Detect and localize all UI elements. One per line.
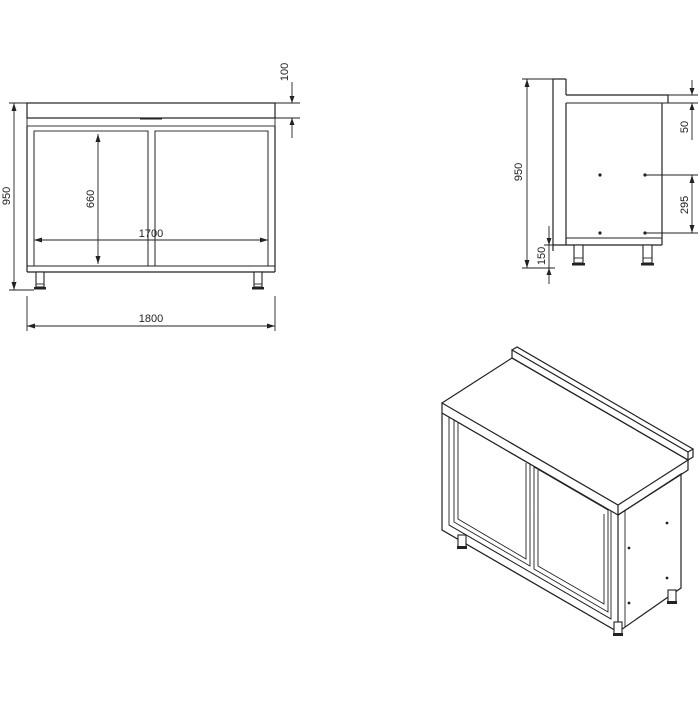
dim-950-front-arrow-top	[11, 103, 17, 111]
dim-100-arrow-top	[289, 96, 295, 103]
iso-door-left	[453, 419, 531, 567]
iso-plinth-line-2	[448, 524, 612, 620]
iso-hole-1	[627, 546, 631, 550]
dim-100-arrow-bottom	[289, 118, 295, 125]
side-hole-3	[598, 231, 602, 235]
dim-50-label: 50	[679, 121, 691, 133]
dim-295-arrow-top	[689, 175, 695, 183]
dim-950-front-label: 950	[1, 187, 13, 205]
front-worktop-edge	[26, 117, 276, 127]
side-foot-left	[573, 244, 584, 264]
iso-foot-1-base	[457, 546, 467, 549]
dim-100-label: 100	[279, 63, 291, 81]
iso-backsplash-side	[687, 449, 694, 461]
dim-295-arrow-bottom	[689, 225, 695, 233]
dim-950-side-label: 950	[513, 163, 525, 181]
iso-backsplash-top	[511, 346, 695, 453]
dim-660-label: 660	[85, 190, 97, 208]
dim-950-side-arrow-bottom	[524, 260, 530, 268]
front-foot-left	[35, 271, 45, 288]
front-view: 1700 660 950 1800 100	[1, 63, 300, 331]
dim-150-label: 150	[536, 247, 548, 265]
iso-door-left-inner	[457, 423, 527, 560]
dim-1700-label: 1700	[139, 228, 163, 240]
dim-50-arrow-bottom	[689, 103, 695, 110]
side-hole-1	[598, 173, 602, 177]
front-foot-left-base	[34, 287, 46, 290]
iso-hole-4	[665, 576, 669, 580]
iso-body-side	[617, 472, 682, 633]
dim-660-arrow-top	[95, 134, 101, 142]
iso-worktop-side-edge	[617, 460, 689, 516]
side-foot-right-base	[641, 263, 654, 266]
front-door-right	[154, 130, 269, 267]
dim-950-side-arrow-top	[524, 79, 530, 87]
dim-1800-label: 1800	[139, 313, 163, 325]
iso-hole-2	[665, 521, 669, 525]
side-foot-left-base	[572, 263, 585, 266]
front-foot-right	[253, 271, 263, 288]
front-foot-right-base	[252, 287, 264, 290]
dim-295-label: 295	[679, 196, 691, 214]
side-view: 950 150 50 295	[513, 78, 698, 284]
iso-backsplash-front	[511, 348, 689, 462]
side-foot-right	[642, 244, 653, 264]
dim-1700-arrow-right	[260, 237, 268, 243]
dim-1800-arrow-right	[267, 323, 275, 329]
dim-950-front-arrow-bottom	[11, 282, 17, 290]
iso-foot-3-base	[667, 601, 677, 604]
dim-660-arrow-bottom	[95, 256, 101, 264]
iso-plinth-line	[441, 529, 619, 633]
iso-door-right-inner	[537, 470, 605, 605]
dim-150-arrow-top	[546, 238, 552, 245]
dim-1700-arrow-left	[34, 237, 42, 243]
iso-foot-2-base	[613, 633, 623, 636]
iso-hole-3	[627, 601, 631, 605]
dim-150-arrow-bottom	[546, 268, 552, 275]
isometric-view	[440, 346, 695, 636]
front-worktop	[26, 102, 276, 119]
dim-1800-arrow-left	[27, 323, 35, 329]
dim-50-arrow-top	[689, 88, 695, 95]
iso-door-right	[533, 466, 609, 613]
